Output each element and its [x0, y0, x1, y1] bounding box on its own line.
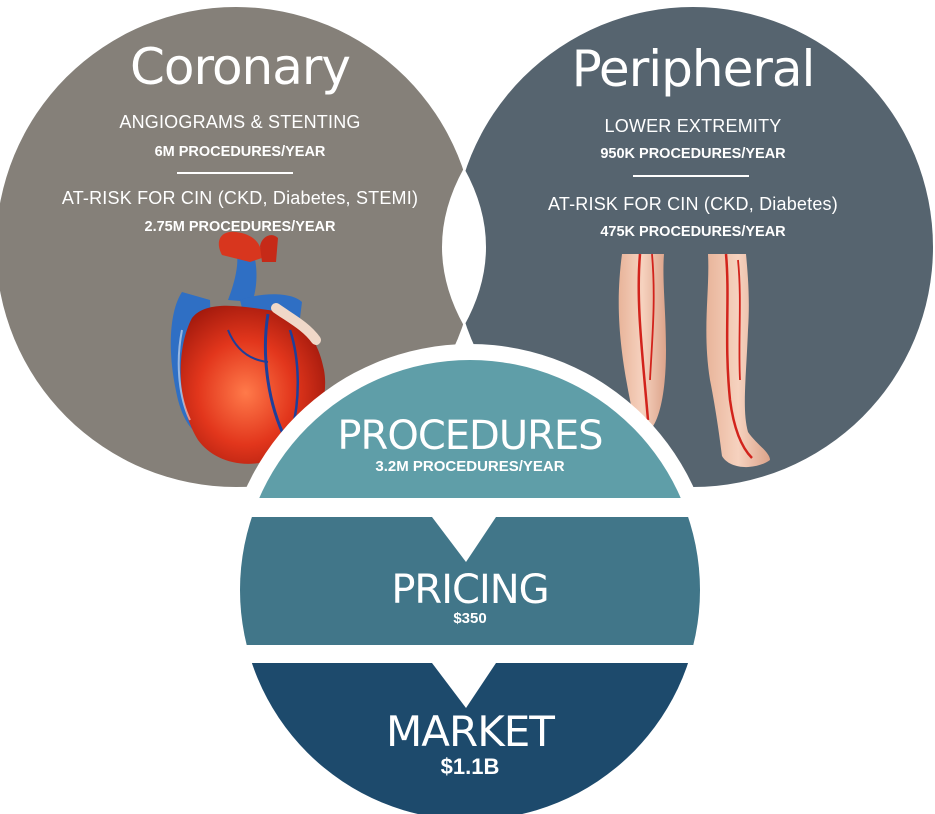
procedures-label: PROCEDURES	[337, 413, 603, 459]
coronary-line2: AT-RISK FOR CIN (CKD, Diabetes, STEMI)	[61, 188, 419, 208]
peripheral-line1-value: 950K PROCEDURES/YEAR	[600, 146, 786, 162]
peripheral-title: Peripheral	[571, 40, 816, 98]
market-label: MARKET	[386, 707, 555, 756]
coronary-line1: ANGIOGRAMS & STENTING	[119, 112, 361, 132]
peripheral-line2-value: 475K PROCEDURES/YEAR	[600, 224, 786, 240]
coronary-line2-value: 2.75M PROCEDURES/YEAR	[144, 219, 336, 235]
chevron-down-icon	[432, 663, 496, 708]
venn-overlap-gap	[442, 168, 486, 326]
peripheral-line2: AT-RISK FOR CIN (CKD, Diabetes)	[548, 194, 838, 214]
legs-illustration	[618, 253, 770, 468]
pricing-value: $350	[453, 610, 487, 627]
coronary-title: Coronary	[129, 38, 351, 96]
procedures-value: 3.2M PROCEDURES/YEAR	[375, 458, 565, 475]
peripheral-divider	[633, 175, 749, 177]
coronary-line1-value: 6M PROCEDURES/YEAR	[154, 144, 326, 160]
market-value: $1.1B	[440, 754, 500, 779]
pricing-label: PRICING	[391, 567, 549, 613]
coronary-divider	[177, 172, 293, 174]
chevron-down-icon	[432, 517, 496, 562]
peripheral-line1: LOWER EXTREMITY	[604, 116, 782, 136]
